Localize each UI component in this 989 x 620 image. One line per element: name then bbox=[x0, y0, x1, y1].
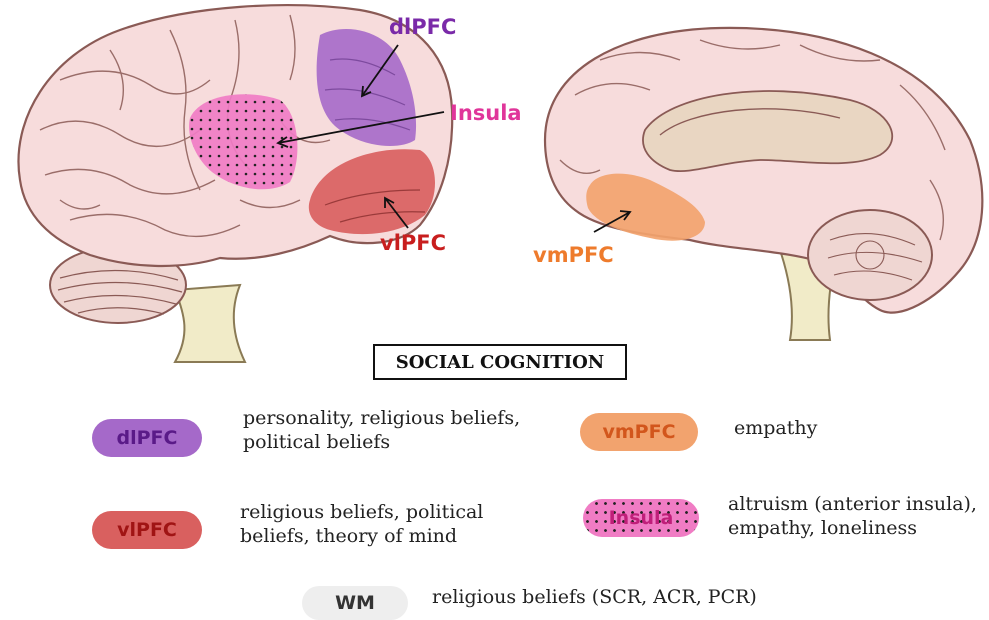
legend-desc-dlpfc: personality, religious beliefs, politica… bbox=[243, 406, 520, 454]
legend-desc-line: beliefs, theory of mind bbox=[240, 524, 483, 548]
legend-pill-vlpfc: vlPFC bbox=[92, 511, 202, 549]
legend-pill-dlpfc: dlPFC bbox=[92, 419, 202, 457]
legend-desc-line: empathy bbox=[734, 416, 817, 440]
page-title: SOCIAL COGNITION bbox=[373, 344, 627, 380]
legend-desc-line: empathy, loneliness bbox=[728, 516, 977, 540]
legend-desc-line: religious beliefs, political bbox=[240, 500, 483, 524]
legend-desc-line: altruism (anterior insula), bbox=[728, 492, 977, 516]
legend-desc-vmpfc: empathy bbox=[734, 416, 817, 440]
legend-desc-vlpfc: religious beliefs, political beliefs, th… bbox=[240, 500, 483, 548]
sagittal-brain-view bbox=[545, 28, 982, 340]
brainstem-left bbox=[175, 285, 245, 362]
legend-desc-insula: altruism (anterior insula), empathy, lon… bbox=[728, 492, 977, 540]
callout-vlpfc: vlPFC bbox=[380, 231, 446, 255]
callout-dlpfc: dlPFC bbox=[389, 15, 456, 39]
legend-pill-insula: Insula bbox=[583, 499, 699, 537]
callout-insula: Insula bbox=[450, 101, 522, 125]
legend-pill-vmpfc: vmPFC bbox=[580, 413, 698, 451]
cerebellum-right bbox=[808, 210, 932, 300]
legend-desc-wm: religious beliefs (SCR, ACR, PCR) bbox=[432, 585, 757, 609]
lateral-brain-view bbox=[18, 5, 452, 362]
callout-vmpfc: vmPFC bbox=[533, 243, 614, 267]
legend-desc-line: personality, religious beliefs, bbox=[243, 406, 520, 430]
legend-desc-line: political beliefs bbox=[243, 430, 520, 454]
legend-desc-line: religious beliefs (SCR, ACR, PCR) bbox=[432, 585, 757, 609]
legend-pill-wm: WM bbox=[302, 586, 408, 620]
